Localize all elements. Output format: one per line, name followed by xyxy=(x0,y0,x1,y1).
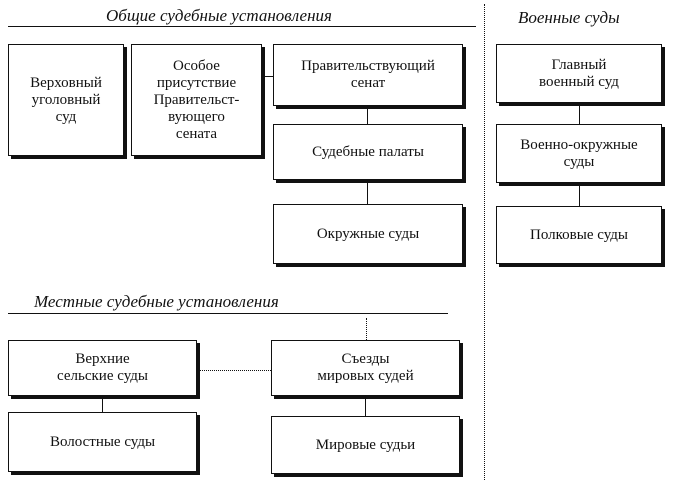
separator-rural-to-congress xyxy=(197,370,271,371)
box-governing-senate: Правительствующий сенат xyxy=(273,44,463,106)
section-title-general-courts: Общие судебные установления xyxy=(106,6,332,25)
connector-chambers-to-district xyxy=(367,180,368,204)
box-judicial-chambers: Судебные палаты xyxy=(273,124,463,180)
connector-main-to-district-military xyxy=(579,103,580,124)
box-regimental-courts: Полковые суды xyxy=(496,206,662,264)
box-congress-of-justices: Съезды мировых судей xyxy=(271,340,460,396)
section-title-military-courts: Военные суды xyxy=(518,8,620,27)
connector-district-military-to-regimental xyxy=(579,183,580,206)
box-upper-rural-courts: Верхние сельские суды xyxy=(8,340,197,396)
connector-congress-to-justices xyxy=(365,396,366,416)
separator-military-divider xyxy=(484,4,485,480)
section-underline-local xyxy=(8,313,448,314)
box-volost-courts: Волостные суды xyxy=(8,412,197,472)
connector-senate-to-chambers xyxy=(367,106,368,124)
connector-special-to-senate xyxy=(262,76,274,77)
box-justices-of-the-peace: Мировые судьи xyxy=(271,416,460,474)
connector-upper-rural-to-volost xyxy=(102,396,103,412)
box-military-district-courts: Военно-окружные суды xyxy=(496,124,662,183)
section-title-local-courts: Местные судебные установления xyxy=(34,292,279,311)
box-district-courts: Окружные суды xyxy=(273,204,463,264)
section-underline-general xyxy=(8,26,476,27)
box-supreme-criminal-court: Верховный уголовный суд xyxy=(8,44,124,156)
separator-senate-to-congress xyxy=(366,318,367,342)
box-special-presence-senate: Особое присутствие Правительст- вующего … xyxy=(131,44,262,156)
box-main-military-court: Главный военный суд xyxy=(496,44,662,103)
